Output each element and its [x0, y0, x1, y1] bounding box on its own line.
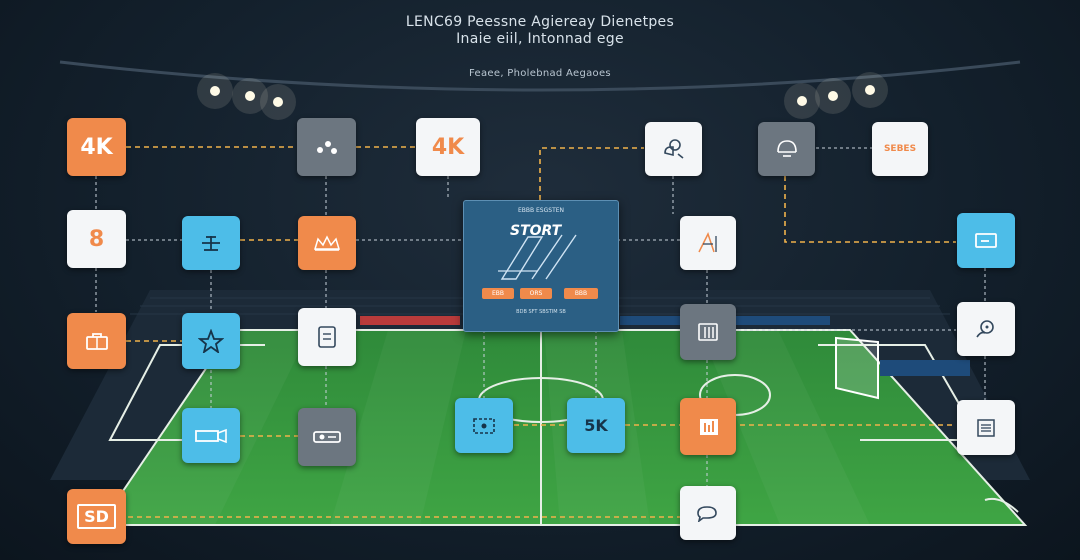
dots-icon [316, 141, 337, 154]
tile-bag[interactable] [67, 313, 126, 369]
tile-label: SD [77, 504, 116, 529]
panel-button-1[interactable]: EBB [482, 288, 514, 299]
guide-lines [95, 147, 986, 486]
tile-list[interactable] [957, 400, 1015, 455]
pitch [100, 330, 1025, 525]
tile-4k-left[interactable]: 4K [67, 118, 126, 176]
list-icon [977, 418, 995, 437]
star-icon [198, 329, 224, 353]
goal [835, 336, 879, 400]
tile-label: SEBES [883, 144, 917, 154]
floodlight [245, 91, 255, 101]
chat-bubbles-icon [663, 139, 683, 159]
tactics-board-icon [698, 232, 717, 253]
document-icon [318, 326, 336, 348]
tile-bars[interactable] [680, 398, 736, 455]
tile-book[interactable] [680, 304, 736, 360]
projector-icon [313, 431, 341, 443]
tile-4k-center[interactable]: 4K [416, 118, 480, 176]
tile-label: 8 [88, 226, 105, 252]
tile-8[interactable]: 8 [67, 210, 126, 268]
ad-board [360, 316, 460, 325]
bar-chart-icon [700, 418, 718, 435]
connectors [126, 146, 956, 518]
start-panel[interactable]: EBBB ESGSTEN STORT EBB ORS BBB BDB SFT S… [463, 200, 619, 332]
connector [539, 147, 644, 200]
tile-support[interactable] [957, 302, 1015, 356]
tile-monitor[interactable] [957, 213, 1015, 268]
tile-label-top-right[interactable]: SEBES [872, 122, 928, 176]
tile-tactics[interactable] [680, 216, 736, 270]
tile-network[interactable] [182, 216, 240, 270]
panel-title: STORT [510, 223, 562, 239]
tile-label: 4K [431, 134, 465, 160]
tile-label: 5K [584, 416, 608, 435]
pitch-lines [98, 329, 1028, 526]
tile-sd[interactable]: SD [67, 489, 126, 544]
tile-stadium[interactable] [298, 216, 356, 270]
panel-footer: BDB SFT SBSTIM SB [516, 309, 566, 315]
panel-logo-graphic [498, 234, 577, 280]
stadium-icon [313, 235, 341, 251]
subtitle: Feaee, Pholebnad Aegaoes [469, 68, 611, 79]
book-icon [698, 323, 718, 341]
tile-chat-2[interactable] [680, 486, 736, 540]
chat-icon [697, 506, 717, 522]
panel-button-3[interactable]: BBB [564, 288, 598, 299]
monitor-icon [975, 232, 997, 248]
panel-header: EBBB ESGSTEN [517, 207, 565, 214]
tile-star[interactable] [182, 313, 240, 369]
floodlight [797, 96, 807, 106]
tile-headset[interactable] [758, 122, 815, 176]
bag-icon [85, 333, 108, 350]
floodlight [828, 91, 838, 101]
support-icon [976, 320, 994, 338]
floodlight [210, 86, 220, 96]
tile-dots[interactable] [297, 118, 356, 176]
title-line-1: LENC69 Peessne Agiereay Dienetpes [405, 14, 675, 30]
floodlight [865, 85, 875, 95]
tile-projector[interactable] [298, 408, 356, 466]
tile-chat[interactable] [645, 122, 702, 176]
tile-camera[interactable] [182, 408, 240, 463]
panel-button-2[interactable]: ORS [520, 288, 552, 299]
ad-board [880, 360, 970, 376]
floodlight [273, 97, 283, 107]
connector [784, 176, 956, 243]
stadium-roof-arc [59, 60, 1021, 92]
network-icon [202, 236, 220, 251]
tile-5k[interactable]: 5K [567, 398, 625, 453]
tile-document[interactable] [298, 308, 356, 366]
camera-icon [195, 428, 227, 443]
network-icon [473, 417, 495, 434]
headset-icon [776, 140, 797, 157]
title-line-2: Inaie eiil, Intonnad ege [456, 31, 624, 47]
tile-network-2[interactable] [455, 398, 513, 453]
floodlights [197, 72, 888, 120]
tile-label: 4K [80, 134, 113, 160]
